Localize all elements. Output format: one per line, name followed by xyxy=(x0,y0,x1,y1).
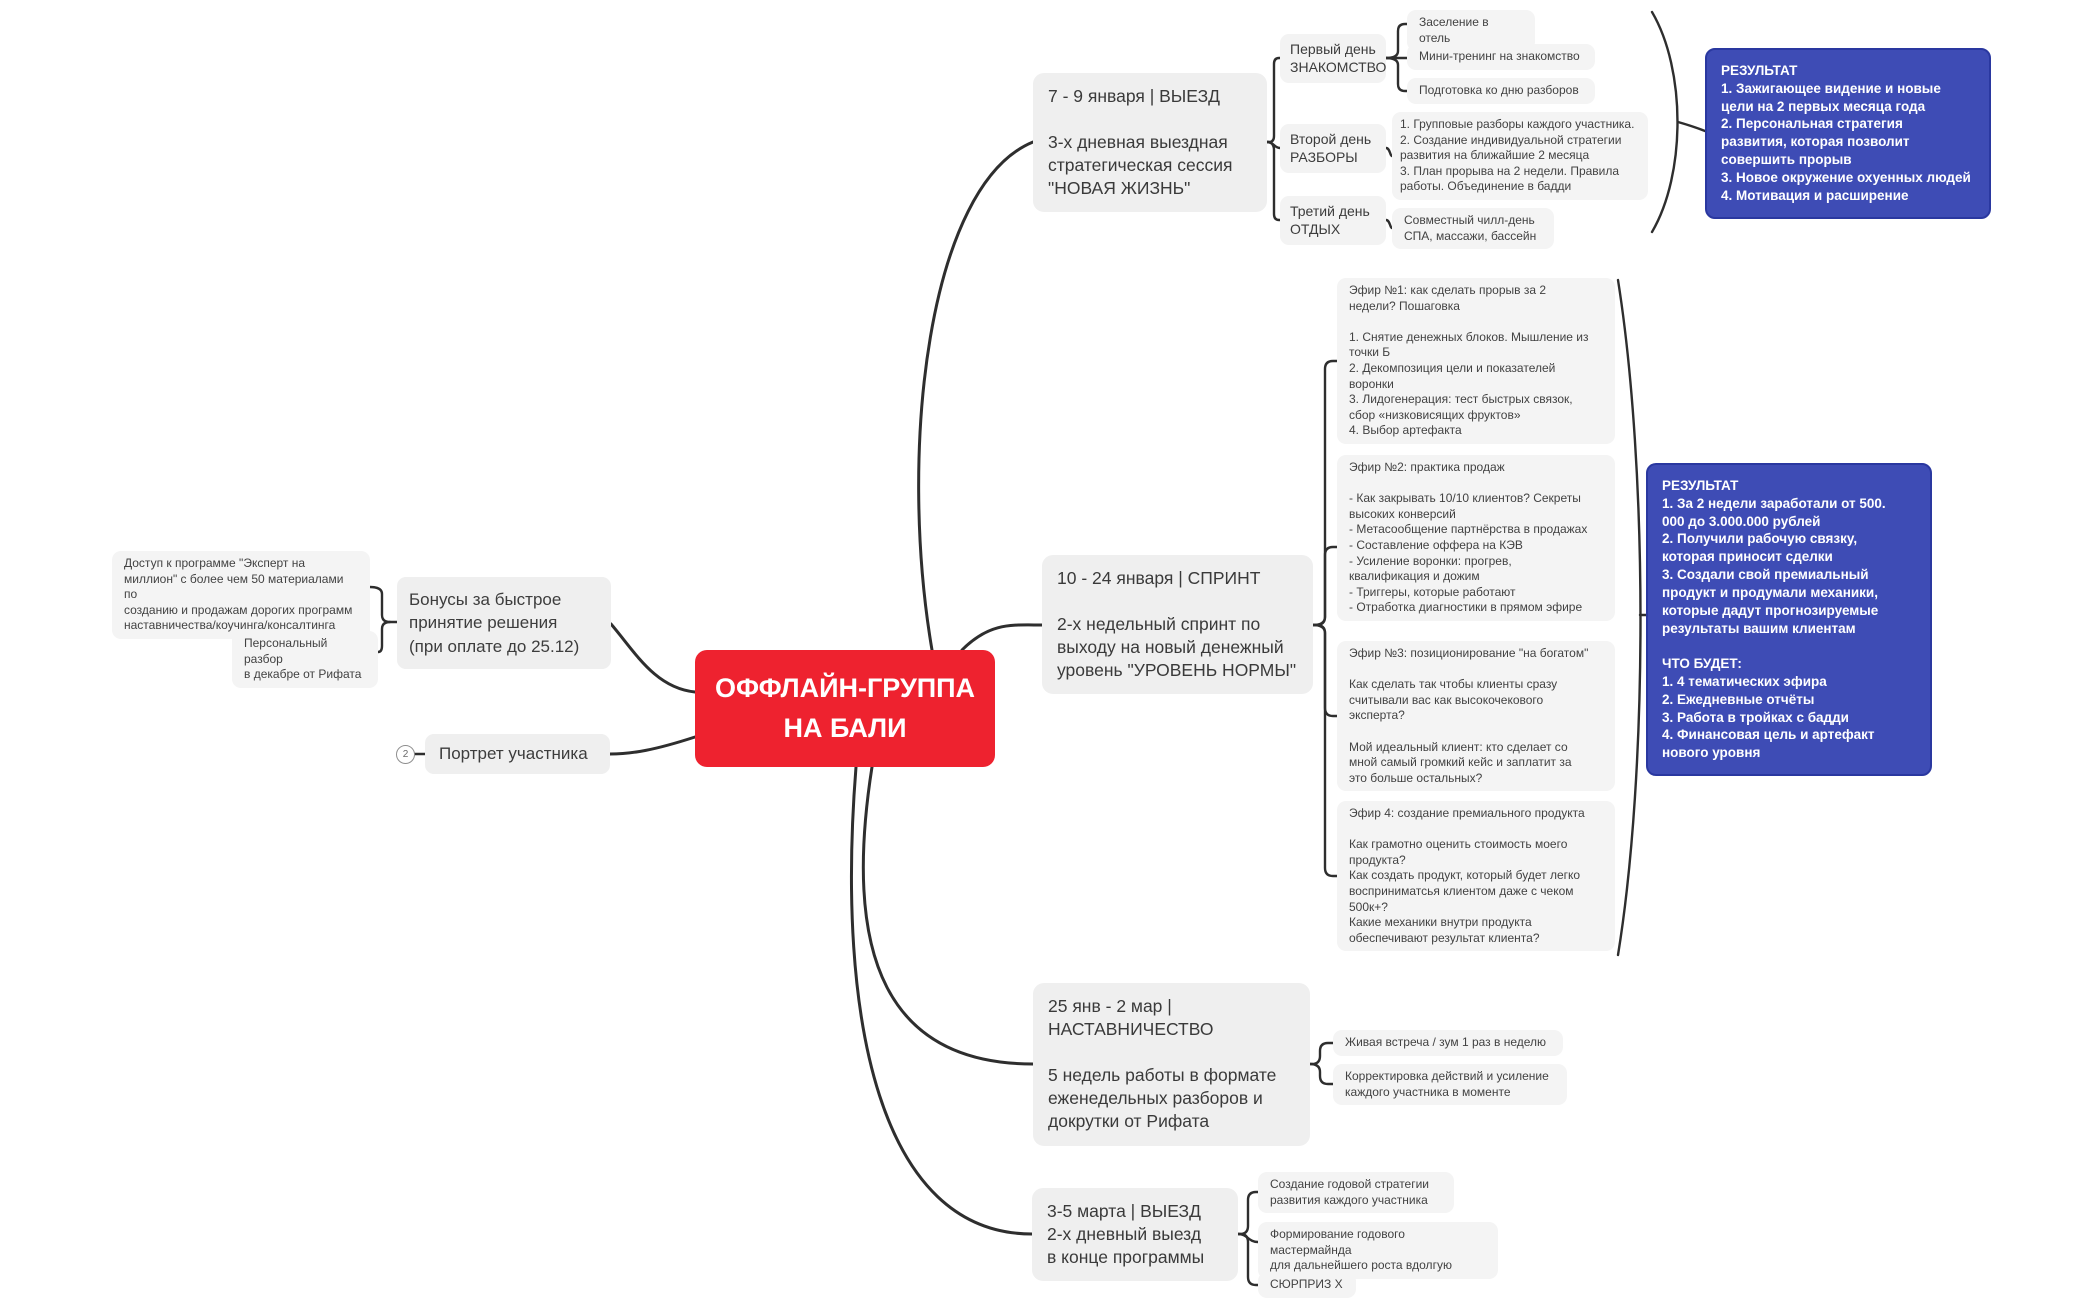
correction-node[interactable]: Корректировка действий и усиление каждог… xyxy=(1333,1064,1567,1106)
connector-root-sprint xyxy=(960,623,1044,652)
brace-sprint xyxy=(1616,278,1642,957)
connector-brace-result1 xyxy=(1676,120,1707,133)
surprise-node[interactable]: СЮРПРИЗ X xyxy=(1258,1272,1356,1298)
connector-trip2-surprise xyxy=(1236,1232,1260,1287)
collapsed-children-badge[interactable]: 2 xyxy=(396,745,415,764)
day3-details-node[interactable]: Совместный чилл-день СПА, массажи, бассе… xyxy=(1392,208,1554,250)
trip1-day2-node[interactable]: Второй день РАЗБОРЫ xyxy=(1280,124,1386,173)
efir4-node[interactable]: Эфир 4: создание премиального продукта К… xyxy=(1337,801,1615,952)
connector-mentoring-correction xyxy=(1308,1062,1335,1086)
connector-root-bonuses xyxy=(609,622,697,694)
bonuses-node[interactable]: Бонусы за быстрое принятие решения (при … xyxy=(397,577,611,670)
connector-sprint-efir4 xyxy=(1311,623,1339,878)
connector-sprint-efir2 xyxy=(1311,545,1339,627)
trip1-node[interactable]: 7 - 9 января | ВЫЕЗД 3-х дневная выездна… xyxy=(1033,73,1267,213)
root-topic[interactable]: ОФФЛАЙН-ГРУППА НА БАЛИ xyxy=(695,650,995,767)
connector-trip1-day1 xyxy=(1265,56,1282,144)
connector-bonuses-materials xyxy=(368,585,399,624)
mentoring-node[interactable]: 25 янв - 2 мар | НАСТАВНИЧЕСТВО 5 недель… xyxy=(1033,983,1310,1146)
sprint-node[interactable]: 10 - 24 января | СПРИНТ 2-х недельный сп… xyxy=(1042,555,1313,695)
bonus-personal-review-node[interactable]: Персональный разбор в декабре от Рифата xyxy=(232,631,378,688)
connector-root-portrait xyxy=(608,735,697,756)
connector-root-trip1 xyxy=(917,140,1035,652)
efir1-node[interactable]: Эфир №1: как сделать прорыв за 2 недели?… xyxy=(1337,278,1615,444)
efir2-node[interactable]: Эфир №2: практика продаж - Как закрывать… xyxy=(1337,455,1615,621)
day2-details-node[interactable]: 1. Групповые разборы каждого участника. … xyxy=(1392,112,1648,200)
connector-mentoring-meeting xyxy=(1308,1041,1335,1066)
brace-trip1 xyxy=(1650,10,1679,234)
connector-day1-hotel xyxy=(1384,22,1409,60)
trip1-day3-node[interactable]: Третий день ОТДЫХ xyxy=(1280,196,1386,245)
weekly-meeting-node[interactable]: Живая встреча / зум 1 раз в неделю xyxy=(1333,1030,1563,1056)
sprint-result-box[interactable]: РЕЗУЛЬТАТ 1. За 2 недели заработали от 5… xyxy=(1646,463,1932,776)
participant-portrait-node[interactable]: Портрет участника xyxy=(425,734,610,774)
connector-trip1-day3 xyxy=(1265,140,1282,222)
year-strategy-node[interactable]: Создание годовой стратегии развития кажд… xyxy=(1258,1172,1454,1214)
connector-trip2-strategy xyxy=(1236,1190,1260,1236)
bonus-materials-node[interactable]: Доступ к программе "Эксперт на миллион" … xyxy=(112,551,370,639)
trip2-node[interactable]: 3-5 марта | ВЫЕЗД 2-х дневный выезд в ко… xyxy=(1032,1188,1238,1282)
connector-day3-details xyxy=(1384,218,1394,230)
connector-root-trip2 xyxy=(849,765,1034,1236)
connector-bonuses-personal xyxy=(376,620,392,654)
mastermind-node[interactable]: Формирование годового мастермайнда для д… xyxy=(1258,1222,1498,1279)
connector-day1-prep xyxy=(1384,56,1409,93)
prep-day-node[interactable]: Подготовка ко дню разборов xyxy=(1407,78,1595,104)
mini-training-node[interactable]: Мини-тренинг на знакомство xyxy=(1407,44,1595,70)
connector-root-mentoring xyxy=(861,765,1035,1066)
efir3-node[interactable]: Эфир №3: позиционирование "на богатом" К… xyxy=(1337,641,1615,792)
trip1-result-box[interactable]: РЕЗУЛЬТАТ 1. Зажигающее видение и новые … xyxy=(1705,48,1991,219)
trip1-day1-node[interactable]: Первый день ЗНАКОМСТВО xyxy=(1280,34,1386,83)
connector-day2-details xyxy=(1384,146,1394,158)
